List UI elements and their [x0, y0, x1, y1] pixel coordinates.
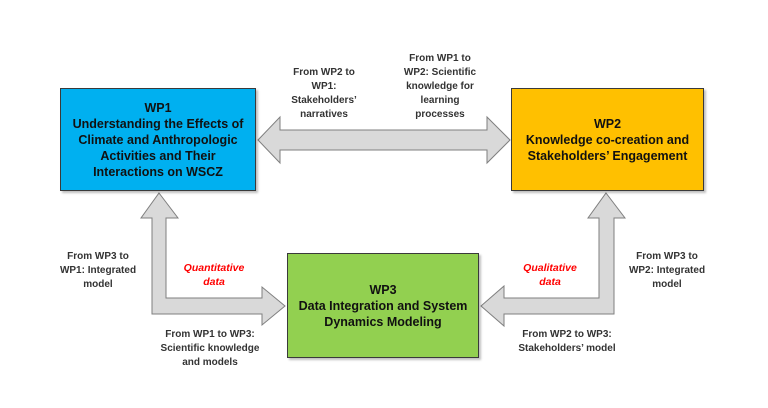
edge-label-wp1-to-wp3: From WP1 to WP3: Scientific knowledge an… — [160, 329, 260, 368]
node-wp3-subtitle: Data Integration and System Dynamics Mod… — [298, 298, 468, 329]
edge-label-wp2-to-wp3: From WP2 to WP3: Stakeholders’ model — [518, 329, 616, 354]
node-wp3: WP3 Data Integration and System Dynamics… — [287, 253, 479, 358]
node-wp2: WP2 Knowledge co-creation and Stakeholde… — [511, 88, 704, 191]
node-wp2-title: WP2 — [593, 116, 622, 131]
edge-label-wp3-to-wp2: From WP3 to WP2: Integrated model — [628, 251, 706, 290]
node-wp1: WP1 Understanding the Effects of Climate… — [60, 88, 256, 191]
arrow-wp1-wp2-bidirectional — [257, 115, 511, 165]
edge-label-wp1-to-wp2: From WP1 to WP2: Scientific knowledge fo… — [403, 53, 477, 120]
node-wp1-subtitle: Understanding the Effects of Climate and… — [72, 116, 244, 179]
annotation-qualitative-data: Qualitative data — [523, 262, 577, 288]
annotation-quantitative-data: Quantitative data — [183, 262, 245, 288]
arrow-wp1-wp3-elbow — [140, 192, 286, 327]
node-wp1-title: WP1 — [144, 100, 172, 115]
edge-label-wp2-to-wp1: From WP2 to WP1: Stakeholders’ narrative… — [291, 67, 357, 120]
node-wp3-title: WP3 — [369, 282, 397, 297]
arrow-wp2-wp3-elbow — [480, 192, 627, 328]
edge-label-wp3-to-wp1: From WP3 to WP1: Integrated model — [59, 251, 137, 290]
node-wp2-subtitle: Knowledge co-creation and Stakeholders’ … — [525, 132, 690, 163]
